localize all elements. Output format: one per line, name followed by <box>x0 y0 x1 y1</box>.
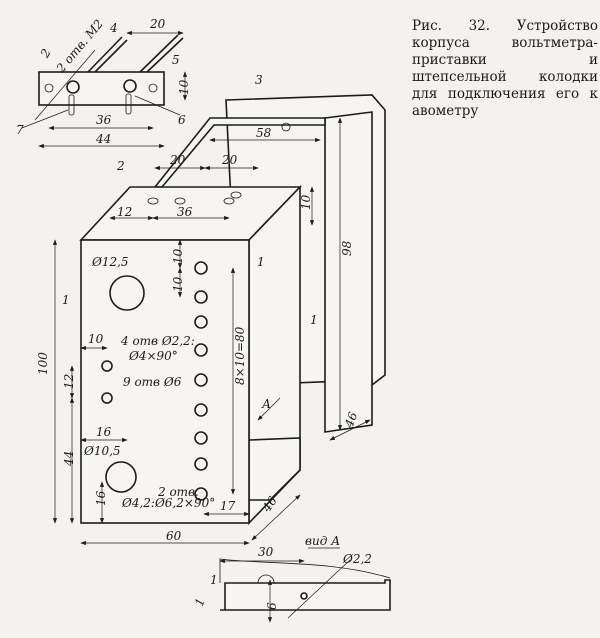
dim-36: 36 <box>177 205 193 219</box>
dim-20: 20 <box>149 17 166 31</box>
label-d12-5: Ø12,5 <box>91 255 129 269</box>
view-a-title: вид А <box>305 534 340 548</box>
dim-12: 12 <box>62 374 76 389</box>
dim-10: 10 <box>177 79 191 95</box>
label-part-2: 2 <box>116 159 125 173</box>
label-part-1: 1 <box>257 255 265 269</box>
label-part-4: 4 <box>109 21 118 35</box>
view-a: вид А 30 Ø2,2 1 1 6 <box>192 534 391 623</box>
hole-12-5 <box>109 275 145 311</box>
label-9-holes: 9 отв Ø6 <box>123 375 182 389</box>
label-2-holes-countersink: Ø4,2:Ø6,2×90° <box>121 496 215 510</box>
label-4-holes: 4 отв Ø2,2: <box>120 334 195 348</box>
dim-30: 30 <box>258 545 274 559</box>
socket-pin <box>123 79 137 93</box>
dim-46: 46 <box>342 410 361 430</box>
label-d2-2: Ø2,2 <box>342 552 372 566</box>
dim-10: 10 <box>299 194 313 210</box>
label-4-holes-countersink: Ø4×90° <box>128 349 178 363</box>
figure-caption: Рис. 32. Устройство корпуса вольтметра-п… <box>412 18 598 119</box>
label-holes-m2: 2 отв. М2 <box>53 17 106 76</box>
dim-20: 20 <box>221 153 238 167</box>
label-view-a-arrow: А <box>261 397 271 411</box>
dim-44: 44 <box>95 132 111 146</box>
housing: 3 58 2 20 20 12 36 10 98 1 46 <box>79 73 386 525</box>
label-part-1: 1 <box>62 293 70 307</box>
dim-58: 58 <box>256 126 272 140</box>
label-part-5: 5 <box>172 53 180 67</box>
dim-44: 44 <box>62 451 76 467</box>
dim-10: 10 <box>171 248 185 264</box>
dim-12: 12 <box>117 205 132 219</box>
dim-6: 6 <box>265 602 279 610</box>
dim-60: 60 <box>166 529 182 543</box>
dim-20: 20 <box>169 153 186 167</box>
bottom-flange <box>248 437 301 501</box>
dim-16: 16 <box>94 490 108 506</box>
label-part-6: 6 <box>178 113 186 127</box>
dim-16: 16 <box>96 425 112 439</box>
screw-hole <box>44 83 54 93</box>
label-2-holes: 2 отв. <box>157 485 199 499</box>
socket-pin <box>66 80 80 94</box>
label-part-7: 7 <box>16 123 24 137</box>
screw-hole <box>148 83 158 93</box>
front-panel: Ø12,5 10 10 1 1 10 4 отв Ø2,2: Ø4×90° 10… <box>36 239 301 546</box>
dim-98: 98 <box>340 240 354 256</box>
label-part-1: 1 <box>310 313 318 327</box>
dim-1: 1 <box>192 596 208 608</box>
label-part-2: 2 <box>37 46 53 60</box>
side-panel <box>324 111 373 433</box>
hole-row <box>194 261 208 501</box>
hole-10-5 <box>105 461 137 493</box>
label-part-3: 3 <box>255 73 263 87</box>
dim-10: 10 <box>171 276 185 292</box>
dim-1: 1 <box>210 573 218 587</box>
dim-pitch: 8×10=80 <box>233 326 247 385</box>
dim-100: 100 <box>36 352 50 375</box>
dim-17: 17 <box>220 499 236 513</box>
label-d10-5: Ø10,5 <box>83 444 121 458</box>
dim-10: 10 <box>88 332 104 346</box>
dim-36: 36 <box>96 113 112 127</box>
plug-block: 2 2 отв. М2 4 20 5 10 7 36 6 44 <box>16 17 191 149</box>
